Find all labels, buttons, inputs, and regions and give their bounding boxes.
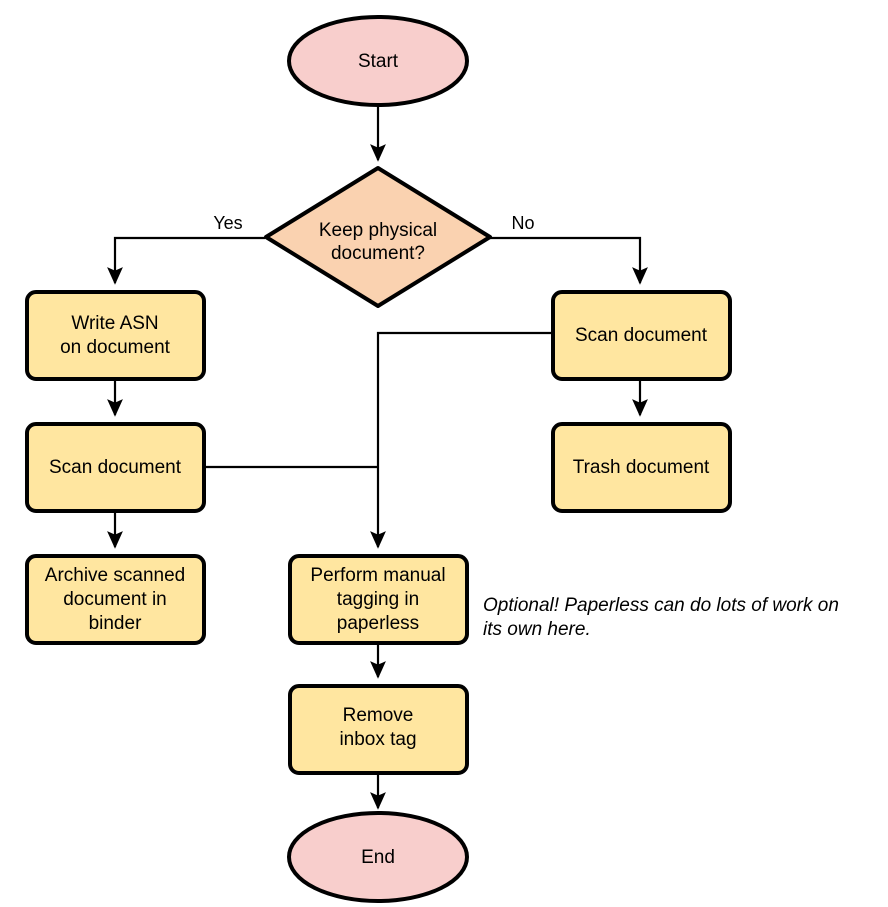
node-perform-manual-tagging[interactable]: Perform manual tagging in paperless [288,554,469,645]
node-archive-scanned-document-in-binder[interactable]: Archive scanned document in binder [25,554,206,645]
start-ellipse[interactable] [287,15,469,107]
write-asn-box[interactable] [25,290,206,381]
end-label: End [361,847,395,868]
manual-tagging-box[interactable] [288,554,469,645]
node-trash-document[interactable]: Trash document [551,422,732,513]
remove-inbox-tag-box[interactable] [288,684,469,775]
end-ellipse[interactable] [287,811,469,903]
node-decision-keep-physical-document[interactable]: Keep physical document? [264,166,492,308]
archive-box[interactable] [25,554,206,645]
scan-document-right-box[interactable] [551,290,732,381]
decision-label-line1: Keep physical [319,220,437,241]
archive-label-line3: binder [89,613,142,634]
scan-document-left-box[interactable] [25,422,206,513]
write-asn-label-line2: on document [60,337,171,358]
trash-document-label: Trash document [573,457,710,478]
archive-label-line2: document in [63,589,167,610]
manual-tagging-label-line1: Perform manual [310,565,445,586]
decision-label-line2: document? [331,243,425,264]
edge-decision-no-to-scan-right [490,236,648,285]
edge-label-no: No [511,213,534,233]
start-label: Start [358,51,399,72]
remove-inbox-label-line2: inbox tag [339,729,416,750]
node-write-asn-on-document[interactable]: Write ASN on document [25,290,206,381]
remove-inbox-label-line1: Remove [343,705,414,726]
node-start[interactable]: Start [287,15,469,107]
node-end[interactable]: End [287,811,469,903]
node-remove-inbox-tag[interactable]: Remove inbox tag [288,684,469,775]
manual-tagging-label-line3: paperless [337,613,419,634]
connector-layer [107,101,648,810]
decision-diamond[interactable] [264,166,492,308]
write-asn-label-line1: Write ASN [71,313,158,334]
note-line1: Optional! Paperless can do lots of work … [483,595,839,616]
edge-label-yes: Yes [213,213,242,233]
scan-document-left-label: Scan document [49,457,182,478]
node-scan-document-right[interactable]: Scan document [551,290,732,381]
note-line2: its own here. [483,619,591,640]
manual-tagging-label-line2: tagging in [337,589,419,610]
edge-decision-yes-to-write-asn [107,236,265,285]
scan-document-right-label: Scan document [575,325,708,346]
edge-scan-right-to-manual-tagging [370,331,552,549]
note-optional-paperless: Optional! Paperless can do lots of work … [483,595,839,640]
archive-label-line1: Archive scanned [45,565,185,586]
trash-document-box[interactable] [551,422,732,513]
node-scan-document-left[interactable]: Scan document [25,422,206,513]
